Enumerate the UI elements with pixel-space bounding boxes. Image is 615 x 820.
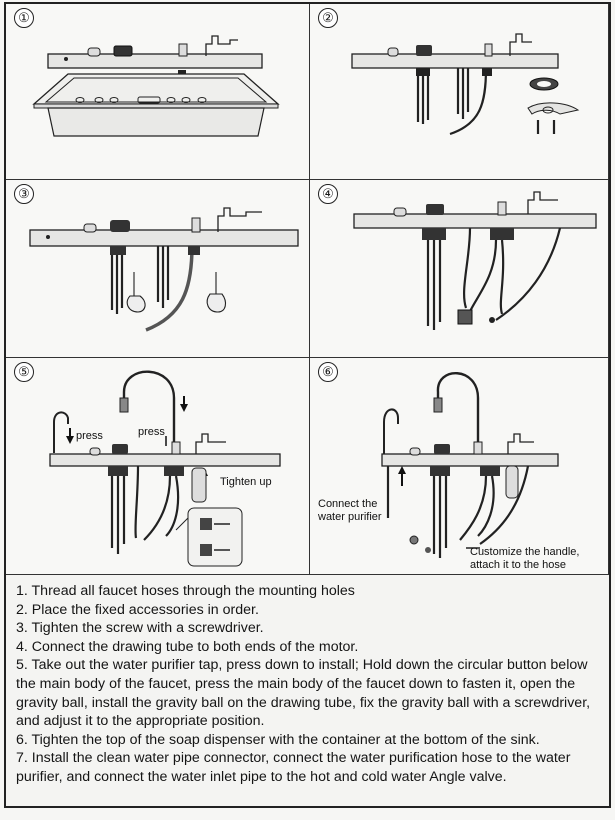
step-2-illustration bbox=[351, 33, 580, 136]
step-4-illustration bbox=[353, 191, 597, 330]
instruction-step-1: 1. Thread all faucet hoses through the m… bbox=[16, 583, 355, 599]
step-4-number: ④ bbox=[318, 184, 338, 204]
press-right-label: press bbox=[138, 426, 165, 438]
instruction-step-2: 2. Place the fixed accessories in order. bbox=[16, 601, 259, 618]
step-3-illustration bbox=[29, 207, 299, 332]
step-1-panel: ① bbox=[6, 4, 310, 180]
instruction-step-4: 4. Connect the drawing tube to both ends… bbox=[16, 638, 359, 655]
instruction-step-5: 5. Take out the water purifier tap, pres… bbox=[16, 657, 591, 730]
instructions-list: 1. Thread all faucet hoses through the m… bbox=[4, 575, 611, 808]
step-6-number: ⑥ bbox=[318, 362, 338, 382]
step-5-panel: ⑤ bbox=[6, 358, 310, 575]
step-6-panel: ⑥ bbox=[310, 358, 609, 575]
step-6-illustration bbox=[381, 372, 559, 558]
instruction-step-3: 3. Tighten the screw with a screwdriver. bbox=[16, 620, 264, 637]
step-5-number: ⑤ bbox=[14, 362, 34, 382]
connect-purifier-label: Connect the water purifier bbox=[318, 498, 382, 523]
customize-handle-label: Customize the handle, attach it to the h… bbox=[470, 546, 580, 571]
step-1-illustration bbox=[32, 35, 280, 137]
step-3-panel: ③ bbox=[6, 180, 310, 358]
step-2-panel: ② bbox=[310, 4, 609, 180]
step-2-number: ② bbox=[318, 8, 338, 28]
instruction-step-6: 6. Tighten the top of the soap dispenser… bbox=[16, 731, 540, 748]
steps-grid: ① bbox=[4, 2, 611, 575]
press-left-label: press bbox=[76, 430, 103, 442]
step-5-illustration bbox=[49, 370, 281, 567]
instruction-step-7: 7. Install the clean water pipe connecto… bbox=[16, 750, 571, 785]
tighten-up-label: Tighten up bbox=[220, 476, 272, 488]
step-1-number: ① bbox=[14, 8, 34, 28]
step-3-number: ③ bbox=[14, 184, 34, 204]
step-4-panel: ④ bbox=[310, 180, 609, 358]
